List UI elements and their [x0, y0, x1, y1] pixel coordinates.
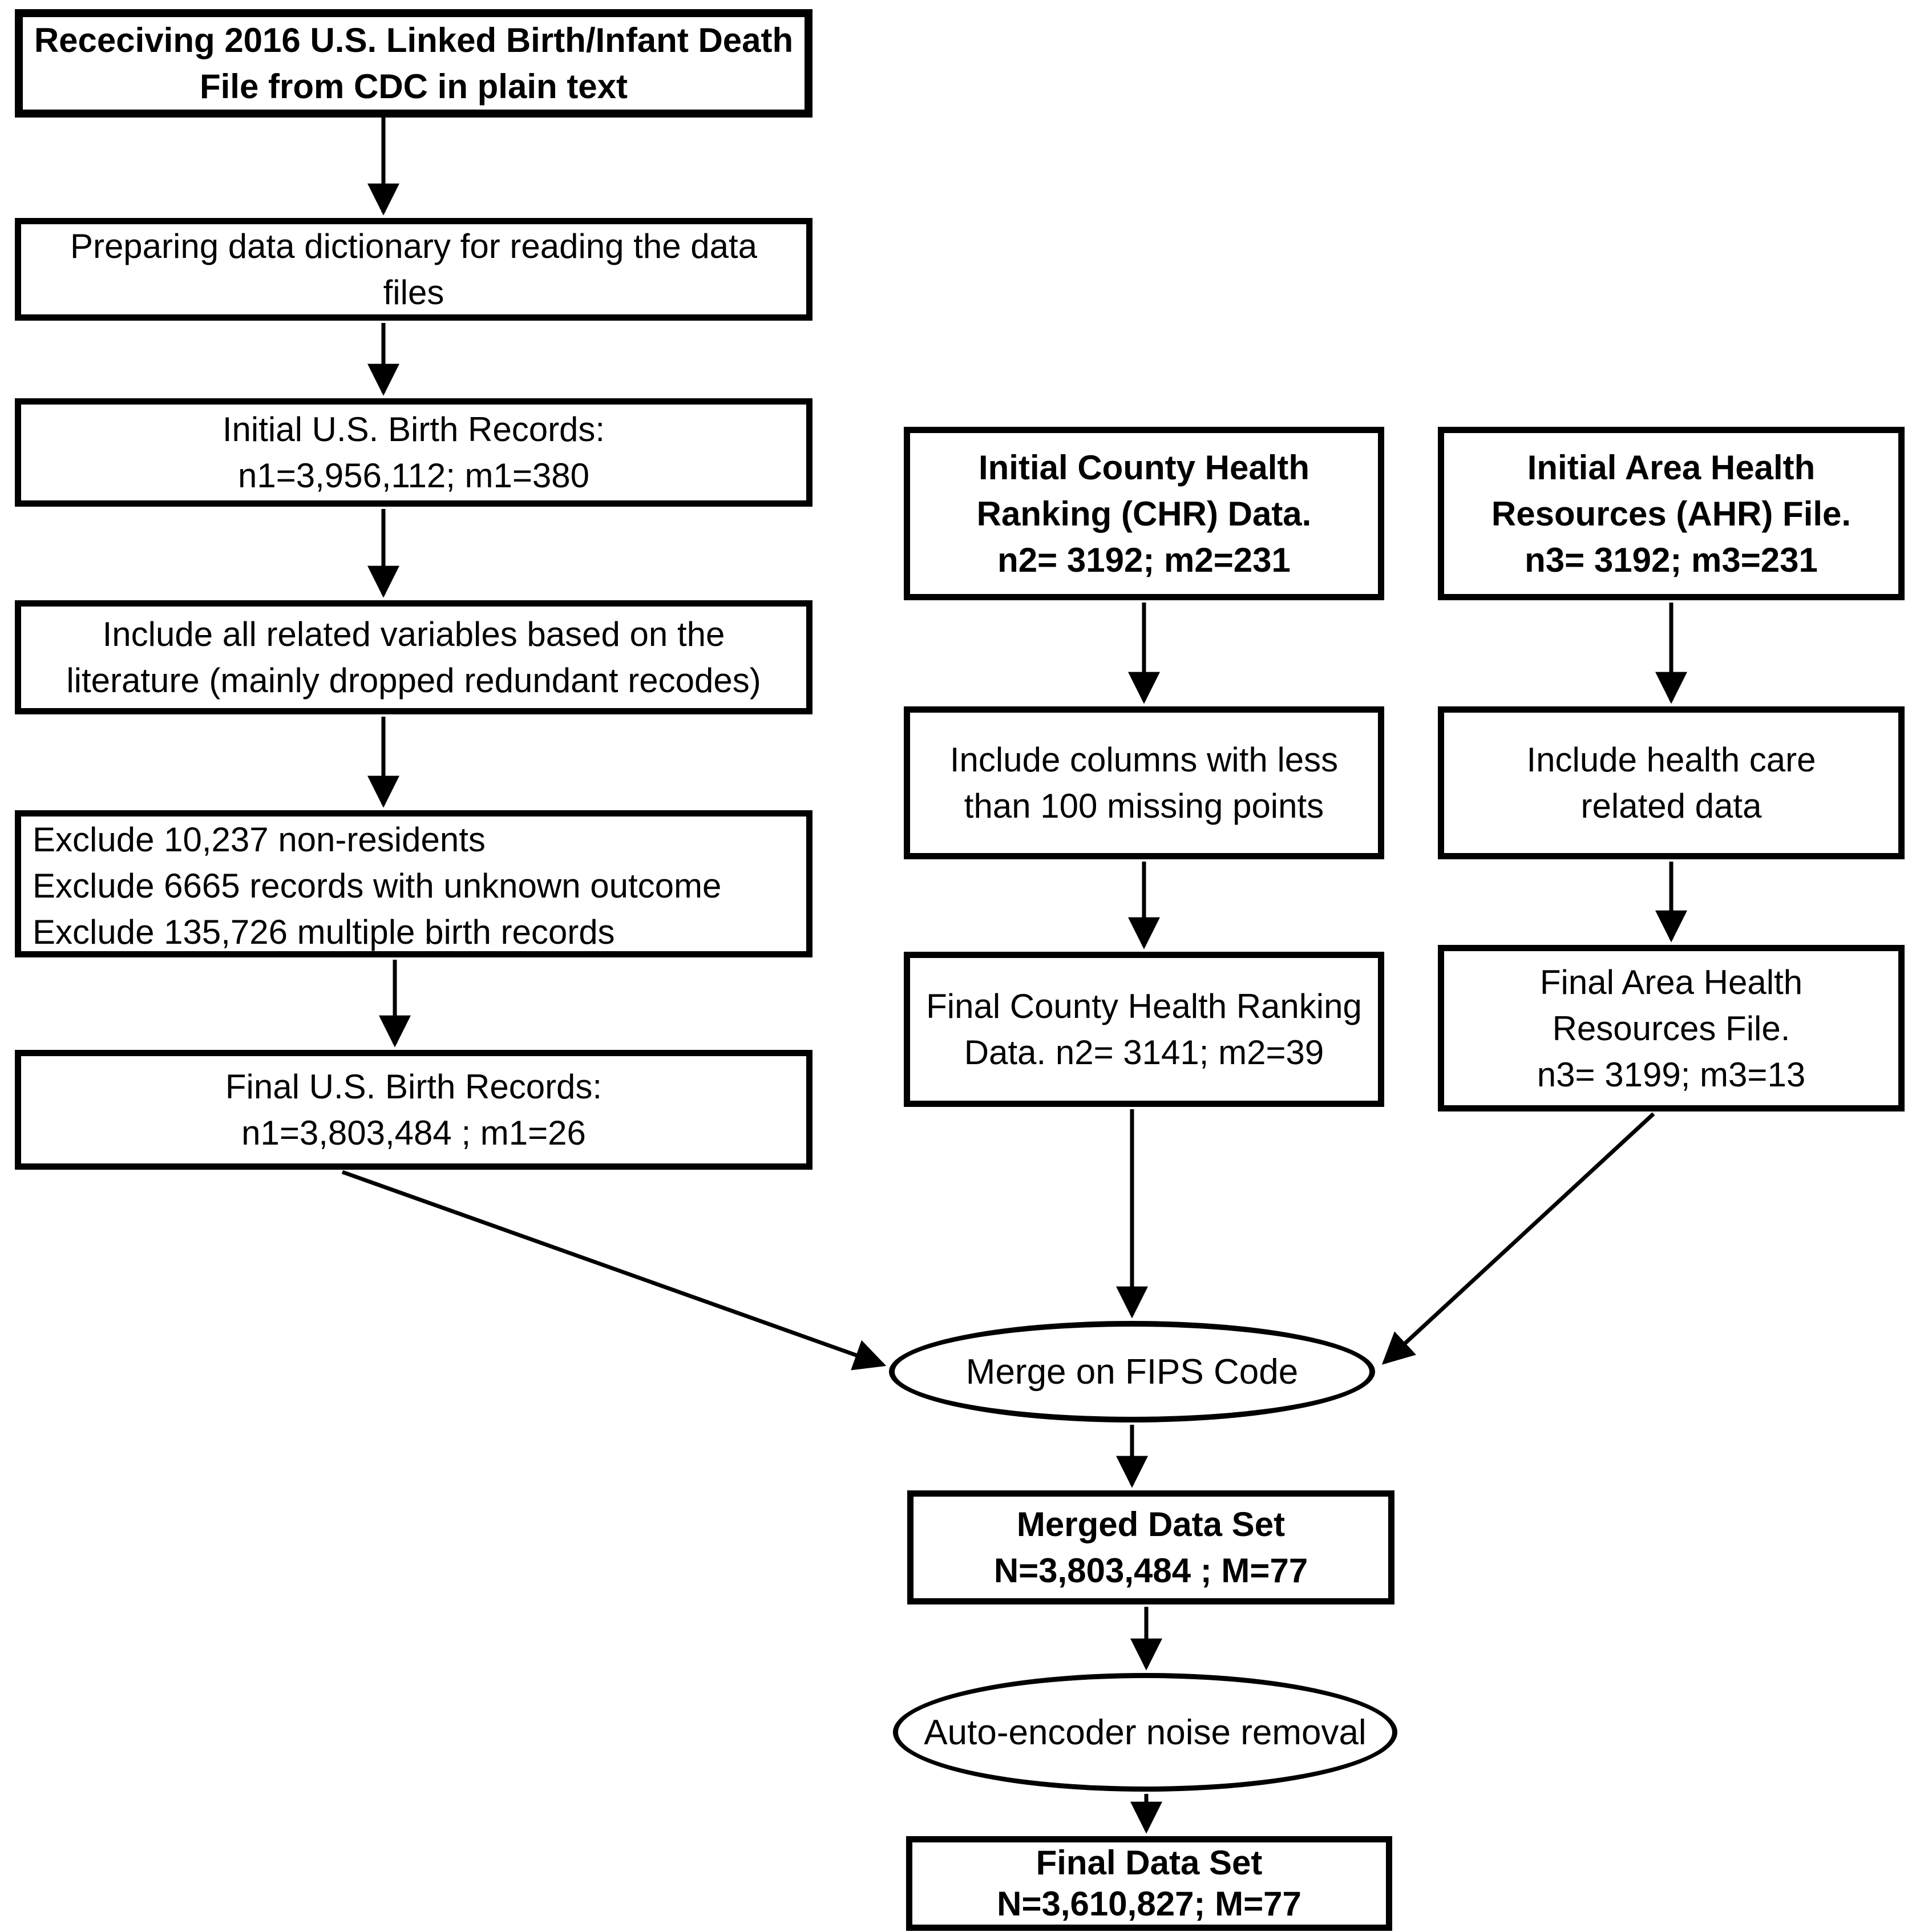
node-line: n1=3,956,112; m1=380: [237, 456, 590, 495]
node-line: files: [383, 273, 444, 312]
node-line: Initial U.S. Birth Records:: [222, 410, 605, 448]
node-line: Exclude 6665 records with unknown outcom…: [33, 867, 722, 905]
node-final-birth-records: Final U.S. Birth Records: n1=3,803,484 ;…: [15, 1050, 813, 1170]
node-line: Resources (AHR) File.: [1491, 494, 1852, 533]
node-line: than 100 missing points: [964, 787, 1324, 825]
node-line: Data. n2= 3141; m2=39: [964, 1033, 1324, 1072]
node-line: n3= 3199; m3=13: [1537, 1055, 1806, 1094]
node-line: Merged Data Set: [1016, 1505, 1286, 1543]
node-initial-birth-records: Initial U.S. Birth Records: n1=3,956,112…: [15, 398, 813, 507]
node-initial-chr: Initial County Health Ranking (CHR) Data…: [904, 427, 1384, 600]
node-line: Final Area Health: [1539, 963, 1803, 1001]
node-final-ahr: Final Area Health Resources File. n3= 31…: [1438, 945, 1905, 1111]
node-line: Exclude 10,237 non-residents: [33, 821, 486, 859]
node-final-dataset: Final Data Set N=3,610,827; M=77: [906, 1836, 1392, 1931]
node-line: n3= 3192; m3=231: [1525, 540, 1818, 579]
node-line: Receciving 2016 U.S. Linked Birth/Infant…: [34, 21, 794, 59]
node-include-columns: Include columns with less than 100 missi…: [904, 706, 1384, 859]
node-include-variables: Include all related variables based on t…: [15, 600, 813, 714]
node-line: N=3,803,484 ; M=77: [993, 1551, 1308, 1590]
node-line: Final County Health Ranking: [926, 987, 1362, 1025]
node-line: n1=3,803,484 ; m1=26: [241, 1114, 586, 1152]
node-line: Include all related variables based on t…: [102, 615, 725, 653]
node-exclusions: Exclude 10,237 non-residents Exclude 666…: [15, 810, 813, 957]
node-initial-ahr: Initial Area Health Resources (AHR) File…: [1438, 427, 1905, 600]
node-line: Final U.S. Birth Records:: [225, 1068, 603, 1106]
node-line: Exclude 135,726 multiple birth records: [33, 913, 615, 951]
node-line: related data: [1580, 787, 1762, 825]
node-line: Include columns with less: [949, 741, 1339, 779]
node-line: Merge on FIPS Code: [965, 1352, 1299, 1392]
node-line: n2= 3192; m2=231: [997, 540, 1291, 579]
node-final-chr: Final County Health Ranking Data. n2= 31…: [904, 952, 1384, 1107]
node-line: Final Data Set: [1036, 1844, 1263, 1882]
node-line: literature (mainly dropped redundant rec…: [66, 661, 761, 700]
node-line: Ranking (CHR) Data.: [976, 494, 1312, 533]
node-line: Preparing data dictionary for reading th…: [70, 227, 758, 265]
arrow-final-birth-to-merge: [341, 1170, 887, 1371]
node-line: Include health care: [1526, 741, 1816, 779]
node-line: Resources File.: [1552, 1009, 1790, 1048]
node-line: Initial Area Health: [1527, 448, 1816, 487]
node-line: Initial County Health: [978, 448, 1310, 487]
node-receiving-file: Receciving 2016 U.S. Linked Birth/Infant…: [15, 9, 813, 118]
merge-ellipse: Merge on FIPS Code: [889, 1321, 1375, 1422]
node-line: File from CDC in plain text: [199, 67, 628, 106]
node-data-dictionary: Preparing data dictionary for reading th…: [15, 218, 813, 321]
node-include-health-care: Include health care related data: [1438, 706, 1905, 859]
node-merged-dataset: Merged Data Set N=3,803,484 ; M=77: [907, 1490, 1394, 1604]
node-line: N=3,610,827; M=77: [997, 1885, 1301, 1923]
arrow-final-ahr-to-merge: [1381, 1112, 1655, 1365]
autoencoder-ellipse: Auto-encoder noise removal: [893, 1673, 1397, 1792]
node-line: Auto-encoder noise removal: [924, 1712, 1367, 1752]
